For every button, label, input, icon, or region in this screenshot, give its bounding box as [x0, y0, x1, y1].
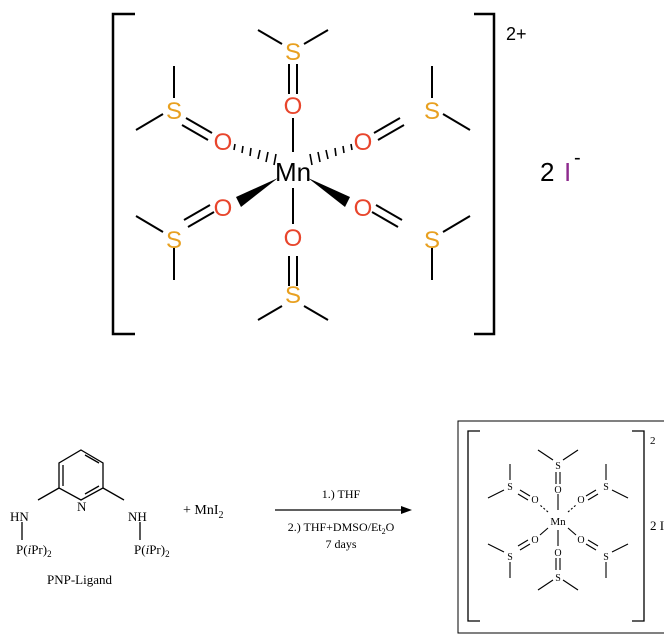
wedge-bond-lower-left [236, 178, 278, 207]
product-o-ur: O [577, 495, 584, 506]
methyl-top-right [303, 29, 329, 45]
pnp-ligand: HN NH N P(iPr)2 P(iPr)2 PNP-Ligand [10, 449, 170, 587]
double-bond-lr-a [375, 204, 403, 221]
atom-s-top: S [285, 39, 301, 66]
counterion-iodide: I [564, 157, 571, 187]
methyl-ul-left [135, 113, 164, 131]
atom-o-bottom: O [284, 225, 303, 252]
main-complex: Mn O S O S S O S O O S O S 2+ 2 I - [111, 12, 581, 336]
double-bond-lr-b [371, 211, 399, 228]
label-n-ring: N [77, 499, 87, 514]
product-s-top: S [555, 461, 561, 472]
product-mn: Mn [550, 516, 566, 528]
atom-mn: Mn [275, 157, 311, 187]
condition-step1: 1.) THF [322, 487, 361, 501]
wedge-bond-lower-right [308, 178, 350, 207]
methyl-top-left [257, 29, 283, 45]
product-o-bottom: O [554, 548, 561, 559]
product-right-bracket [632, 430, 645, 622]
label-hn: HN [10, 509, 29, 524]
product-s-ul: S [507, 482, 513, 493]
product-s-ur: S [603, 482, 609, 493]
atom-o-lr: O [354, 195, 373, 222]
atom-s-bottom: S [285, 282, 301, 309]
label-p-left: P(iPr)2 [16, 542, 52, 559]
atom-s-ur: S [424, 98, 440, 125]
methyl-bottom-left [257, 305, 283, 321]
right-bracket [474, 12, 496, 336]
condition-time: 7 days [326, 537, 357, 551]
product-s-ll: S [507, 552, 513, 563]
methyl-ur-right [442, 113, 471, 131]
pyridine-ring [58, 449, 104, 501]
reaction-arrow [275, 506, 412, 514]
atom-o-top: O [284, 93, 303, 120]
atom-s-lr: S [424, 227, 440, 254]
product-frame [457, 420, 664, 634]
product-box: 2 2 I [457, 420, 664, 634]
double-bond-ul-b [181, 124, 209, 141]
product-s-bottom: S [555, 573, 561, 584]
complex-charge: 2+ [506, 24, 527, 44]
product-o-ul: O [531, 495, 538, 506]
counterion-count: 2 [540, 157, 554, 187]
hashed-bond-upper-left [233, 143, 277, 166]
double-bond-ul-a [185, 117, 213, 134]
product-o-ll: O [531, 535, 538, 546]
atom-o-ul: O [214, 129, 233, 156]
product-o-lr: O [577, 535, 584, 546]
atom-o-ll: O [214, 195, 233, 222]
product-s-lr: S [603, 552, 609, 563]
label-nh: NH [128, 509, 147, 524]
label-p-right: P(iPr)2 [134, 542, 170, 559]
atom-s-ul: S [166, 98, 182, 125]
ligand-label: PNP-Ligand [47, 572, 113, 587]
reagent-mni2: + MnI2 [183, 503, 224, 521]
methyl-lr-right [442, 215, 471, 233]
atom-o-ur: O [354, 129, 373, 156]
double-bond-ur-b [377, 124, 405, 141]
product-charge: 2 [650, 435, 656, 447]
product-o-top: O [554, 485, 561, 496]
double-bond-ll-a [183, 204, 211, 221]
counterion-charge: - [574, 147, 581, 169]
product-counterion: 2 I [650, 518, 664, 533]
product-complex [487, 449, 629, 591]
methyl-ll-left [135, 215, 164, 233]
condition-step2: 2.) THF+DMSO/Et2O [288, 520, 395, 536]
double-bond-ll-b [187, 211, 215, 228]
double-bond-ur-a [373, 117, 401, 134]
product-left-bracket [467, 430, 480, 622]
hashed-bond-upper-right [309, 143, 353, 166]
methyl-bottom-right [303, 305, 329, 321]
atom-s-ll: S [166, 227, 182, 254]
left-bracket [111, 12, 135, 336]
